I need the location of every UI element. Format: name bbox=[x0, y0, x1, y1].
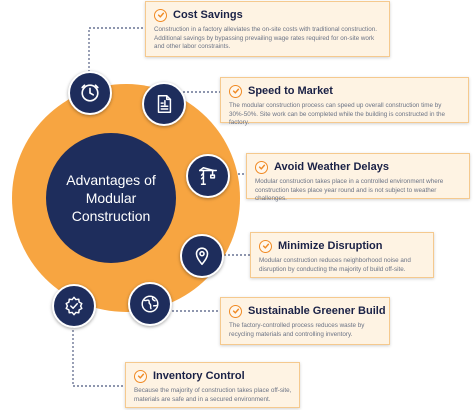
card-cost-savings: Cost Savings Construction in a factory a… bbox=[145, 1, 390, 57]
card-title: Sustainable Greener Build bbox=[248, 305, 386, 317]
card-title: Cost Savings bbox=[173, 9, 243, 21]
location-pin-icon bbox=[180, 234, 224, 278]
card-avoid-weather-delays: Avoid Weather Delays Modular constructio… bbox=[246, 153, 470, 202]
card-speed-to-market: Speed to Market The modular construction… bbox=[220, 77, 469, 126]
globe-icon bbox=[128, 282, 172, 326]
card-description: Because the majority of construction tak… bbox=[134, 387, 292, 403]
card-title: Inventory Control bbox=[153, 370, 245, 382]
card-inventory-control: Inventory Control Because the majority o… bbox=[125, 362, 300, 408]
card-description: The modular construction process can spe… bbox=[229, 102, 445, 127]
shield-check-icon bbox=[52, 284, 96, 328]
card-description: Modular construction reduces neighborhoo… bbox=[259, 257, 411, 273]
crane-icon bbox=[186, 154, 230, 198]
card-title: Speed to Market bbox=[248, 85, 333, 97]
card-description: Construction in a factory alleviates the… bbox=[154, 26, 377, 51]
card-description: Modular construction takes place in a co… bbox=[255, 178, 444, 203]
card-title: Avoid Weather Delays bbox=[274, 161, 389, 173]
checkmark-icon bbox=[255, 160, 268, 174]
card-title: Minimize Disruption bbox=[278, 240, 383, 252]
card-description: The factory-controlled process reduces w… bbox=[229, 322, 365, 338]
checkmark-icon bbox=[229, 304, 242, 318]
invoice-icon bbox=[142, 82, 186, 126]
clock-icon bbox=[68, 71, 112, 115]
checkmark-icon bbox=[154, 8, 167, 22]
checkmark-icon bbox=[134, 369, 147, 383]
checkmark-icon bbox=[229, 84, 242, 98]
center-circle: Advantages of Modular Construction bbox=[46, 133, 176, 263]
checkmark-icon bbox=[259, 239, 272, 253]
card-minimize-disruption: Minimize Disruption Modular construction… bbox=[250, 232, 434, 278]
card-sustainable-greener-build: Sustainable Greener Build The factory-co… bbox=[220, 297, 390, 345]
diagram-title: Advantages of Modular Construction bbox=[66, 172, 156, 224]
